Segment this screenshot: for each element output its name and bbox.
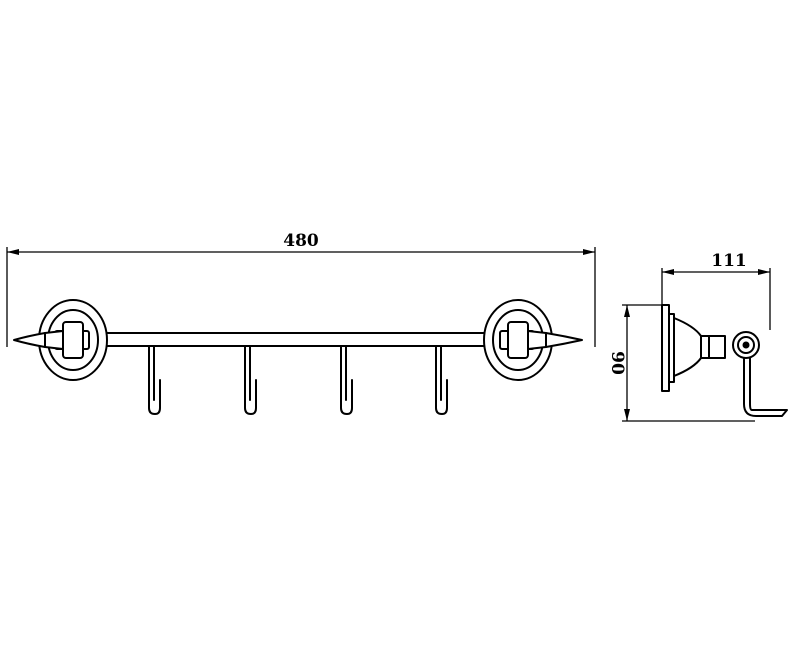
height-label: 90 xyxy=(607,351,627,375)
right-finial xyxy=(527,330,583,350)
hook xyxy=(148,345,161,415)
hooks xyxy=(148,345,448,415)
depth-label: 111 xyxy=(711,251,747,271)
rail-bar xyxy=(87,332,515,347)
arrowhead-top xyxy=(624,305,630,317)
wall-plate-side xyxy=(661,304,670,392)
left-wall-mount xyxy=(13,299,108,381)
left-finial xyxy=(13,330,64,350)
arrowhead-left xyxy=(662,269,674,275)
hook xyxy=(340,345,353,415)
front-view: 480 xyxy=(6,231,596,415)
flared-base-side xyxy=(673,317,702,377)
arrowhead-bottom xyxy=(624,409,630,421)
arrowhead-left xyxy=(7,249,19,255)
hook xyxy=(435,345,448,415)
stem-side xyxy=(700,335,726,359)
hook-side xyxy=(743,357,788,417)
arrowhead-right xyxy=(758,269,770,275)
depth-dimension: 111 xyxy=(661,251,771,330)
hook xyxy=(244,345,257,415)
length-label: 480 xyxy=(283,231,319,251)
rail-section-center xyxy=(742,341,750,349)
length-dimension: 480 xyxy=(6,231,596,347)
height-dimension: 90 xyxy=(607,304,755,422)
side-view: 111 90 xyxy=(607,251,788,422)
right-wall-mount xyxy=(483,299,583,381)
arrowhead-right xyxy=(583,249,595,255)
